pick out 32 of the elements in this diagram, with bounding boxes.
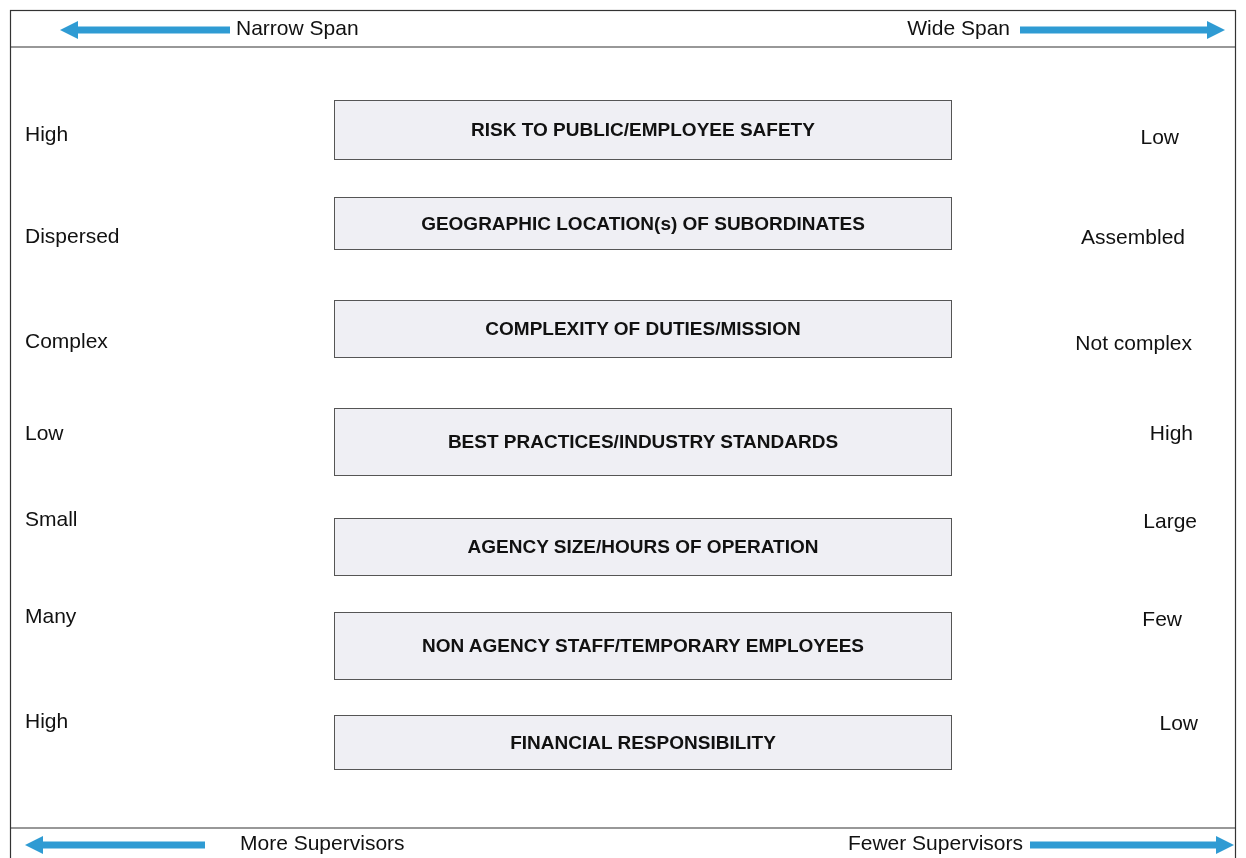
factor-box — [334, 612, 952, 680]
factor-title: GEOGRAPHIC LOCATION(s) OF SUBORDINATES — [421, 212, 865, 235]
span-label: Wide Span — [907, 16, 1010, 40]
factor-title: AGENCY SIZE/HOURS OF OPERATION — [467, 536, 819, 558]
scale-label: Low — [1140, 125, 1179, 149]
factor-box — [334, 408, 952, 476]
scale-label: High — [25, 709, 69, 733]
factor-title: COMPLEXITY OF DUTIES/MISSION — [485, 318, 801, 340]
supervisor-label: Fewer Supervisors — [847, 831, 1023, 855]
scale-label: Not complex — [1075, 331, 1192, 355]
scale-label: Small — [25, 507, 78, 531]
scale-label: High — [25, 122, 69, 146]
span-label: Narrow Span — [236, 16, 359, 40]
scale-label: Low — [1159, 711, 1198, 735]
scale-label: Dispersed — [25, 224, 120, 248]
factor-title: FINANCIAL RESPONSIBILITY — [510, 731, 776, 754]
factor-title: NON AGENCY STAFF/TEMPORARY EMPLOYEES — [422, 635, 864, 657]
factor-title: BEST PRACTICES/INDUSTRY STANDARDS — [447, 431, 839, 453]
factor-box — [334, 300, 952, 358]
supervisor-label: More Supervisors — [240, 831, 405, 855]
scale-label: Complex — [25, 329, 108, 353]
scale-label: High — [1149, 421, 1193, 445]
scale-label: Many — [25, 604, 77, 628]
scale-label: Assembled — [1081, 225, 1185, 249]
factor-box — [334, 197, 952, 250]
factor-box — [334, 518, 952, 576]
scale-label: Low — [25, 421, 64, 445]
factor-box — [334, 715, 952, 770]
factor-title: RISK TO PUBLIC/EMPLOYEE SAFETY — [471, 119, 815, 141]
factor-box — [334, 100, 952, 160]
scale-label: Large — [1143, 509, 1197, 533]
scale-label: Few — [1142, 607, 1182, 631]
